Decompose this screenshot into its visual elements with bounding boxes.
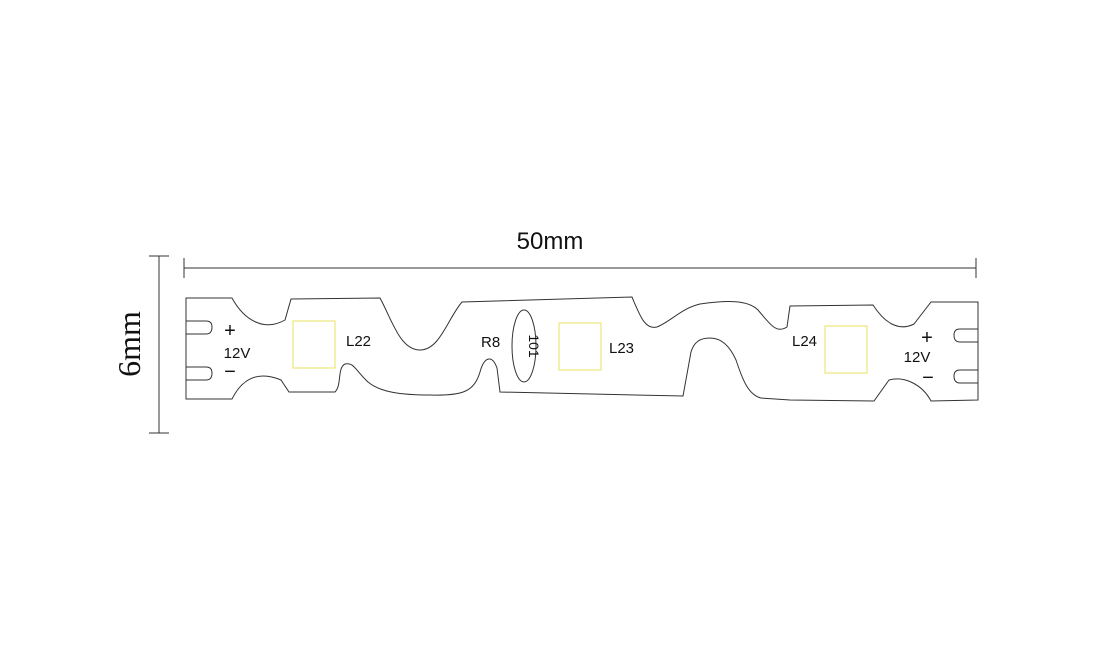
led-label-l24: L24 <box>792 333 817 350</box>
height-dimension-label: 6mm <box>111 311 147 377</box>
led-pad-l24 <box>824 325 868 374</box>
right-tab-bottom <box>953 369 978 384</box>
right-terminal-minus: − <box>922 367 934 389</box>
resistor-ref-label: R8 <box>481 334 500 351</box>
left-terminal-voltage: 12V <box>224 345 251 362</box>
right-terminal-voltage: 12V <box>904 349 931 366</box>
led-pad-l22 <box>292 320 336 369</box>
strip-outline <box>185 296 979 402</box>
led-pad-l23 <box>558 322 602 371</box>
left-tab-top <box>186 320 213 335</box>
resistor-outline <box>511 309 537 383</box>
resistor-value-label: 101 <box>526 334 542 358</box>
left-tab-bottom <box>186 366 213 381</box>
height-dimension <box>149 255 169 434</box>
width-dimension-label: 50mm <box>517 228 584 255</box>
right-terminal-plus: + <box>921 327 933 349</box>
led-label-l22: L22 <box>346 333 371 350</box>
width-dimension <box>183 258 977 278</box>
right-tab-top <box>953 328 978 343</box>
left-terminal-plus: + <box>224 320 236 342</box>
led-label-l23: L23 <box>609 340 634 357</box>
left-terminal-minus: − <box>224 361 236 383</box>
